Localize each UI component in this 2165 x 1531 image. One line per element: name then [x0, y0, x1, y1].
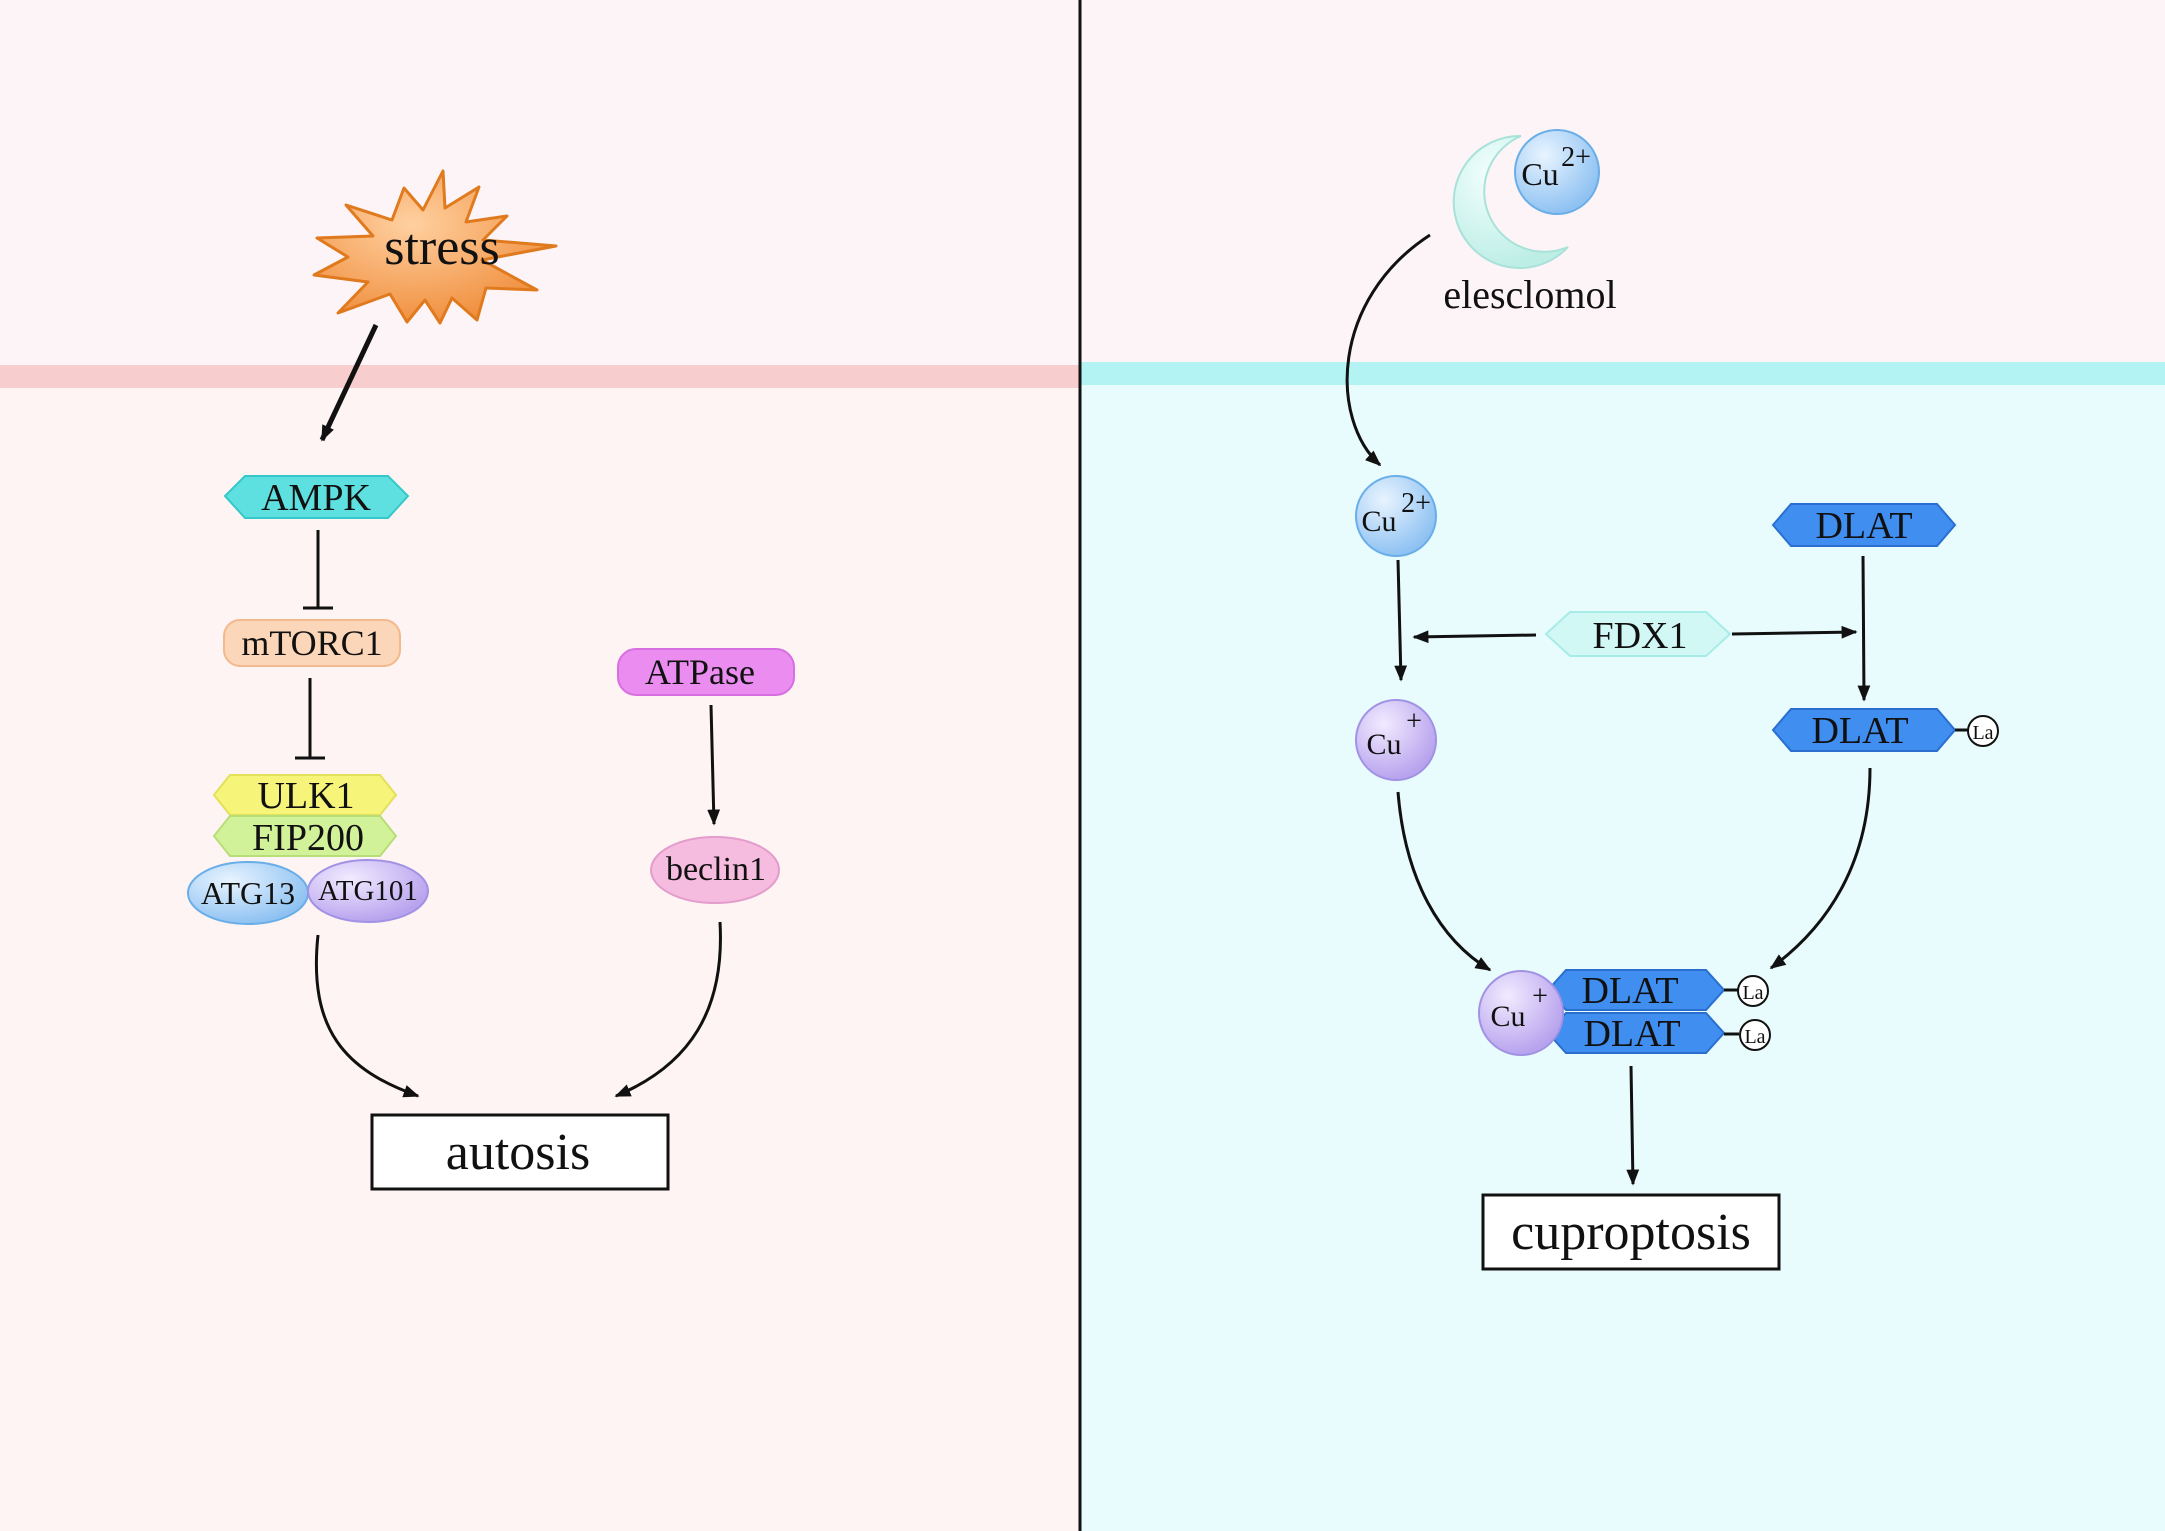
elesclomol-shape: [1452, 134, 1569, 269]
fdx1-to-dlat-lipoylation-arrow: [1731, 625, 1858, 639]
mtorc1-label: mTORC1: [241, 623, 382, 663]
cu1-shape: [1355, 699, 1437, 781]
ulk1-complex-to-autosis-arrow: [314, 934, 420, 1098]
aggregate-lipoyl-1-label: La: [1742, 982, 1763, 1004]
atg101-shape: [307, 859, 429, 923]
aggregate-lipoyl-1-icon: [1737, 975, 1769, 1007]
right-intracellular-region: [1080, 385, 2165, 1531]
cuproptosis-box: [1481, 1193, 1781, 1271]
lipoylated-dlat-node: DLAT La: [1771, 708, 1999, 752]
cu1-charge: +: [1406, 706, 1422, 737]
ulk1-label: ULK1: [257, 775, 354, 817]
stress-label: stress: [384, 219, 500, 276]
right-cell-membrane: [1080, 362, 2165, 385]
cu2-to-cu1-arrow: [1394, 559, 1408, 682]
atg101-label: ATG101: [318, 875, 418, 907]
elesclomol-cu-charge: 2+: [1561, 142, 1591, 173]
ampk-node: AMPK: [223, 475, 410, 519]
atpase-to-beclin1-arrow: [707, 704, 721, 826]
lipoyl-group-icon: [1967, 715, 1999, 747]
elesclomol-label: elesclomol: [1443, 272, 1616, 317]
fdx1-label: FDX1: [1592, 615, 1687, 657]
atpase-node: ATPase: [617, 648, 795, 696]
stress-burst-icon: [312, 169, 558, 325]
fdx1-shape: [1544, 611, 1732, 657]
cu2-shape: [1355, 475, 1437, 557]
cu1-to-aggregate-arrow: [1396, 791, 1492, 972]
aggregate-dlat-1-label: DLAT: [1581, 970, 1678, 1012]
atpase-shape: [617, 648, 795, 696]
right-extracellular-region: [1080, 0, 2165, 362]
aggregate-cu1-label: Cu: [1490, 1000, 1525, 1033]
atg13-label: ATG13: [201, 875, 295, 911]
dlat-label: DLAT: [1815, 505, 1912, 547]
left-intracellular-region: [0, 388, 1080, 1531]
beclin1-to-autosis-arrow: [614, 921, 722, 1098]
autosis-outcome: autosis: [370, 1113, 670, 1191]
left-cell-membrane: [0, 365, 1080, 388]
elesclomol-cu-label: Cu: [1521, 156, 1558, 192]
aggregate-lipoyl-2-icon: [1739, 1019, 1771, 1051]
beclin1-label: beclin1: [666, 851, 766, 888]
cu2-node: Cu 2+: [1355, 475, 1437, 557]
dlat-shape: [1771, 503, 1957, 547]
autosis-label: autosis: [446, 1124, 590, 1181]
ampk-shape: [223, 475, 410, 519]
aggregate-dlat-2-label: DLAT: [1583, 1013, 1680, 1055]
elesclomol-complex: Cu 2+ elesclomol: [1443, 129, 1617, 317]
aggregate-cu1-charge: +: [1532, 981, 1548, 1012]
mtorc1-shape: [223, 619, 401, 667]
ampk-label: AMPK: [261, 477, 371, 519]
fdx1-node: FDX1: [1544, 611, 1732, 657]
cuproptosis-label: cuproptosis: [1511, 1204, 1751, 1261]
autosis-box: [370, 1113, 670, 1191]
fdx1-to-copper-reduction-arrow: [1412, 630, 1537, 644]
beclin1-node: beclin1: [650, 836, 780, 904]
dlat-to-lipoylated-dlat-arrow: [1857, 555, 1871, 702]
cu2-charge: 2+: [1401, 488, 1431, 519]
right-panel: [1080, 0, 2165, 1531]
mtorc1-inhibits-ulk1-complex: [295, 678, 325, 760]
mtorc1-node: mTORC1: [223, 619, 401, 667]
aggregate-to-cuproptosis-arrow: [1626, 1065, 1640, 1186]
left-panel: [0, 0, 1080, 1531]
dlat-aggregate: DLAT DLAT La La Cu +: [1478, 969, 1771, 1056]
atg13-node: ATG13: [187, 861, 309, 925]
elesclomol-to-cu2-arrow: [1345, 233, 1431, 467]
cu2-label: Cu: [1361, 505, 1396, 538]
atg101-node: ATG101: [307, 859, 429, 923]
ampk-inhibits-mtorc1: [303, 530, 333, 610]
fip200-shape: [212, 815, 398, 857]
cuproptosis-outcome: cuproptosis: [1481, 1193, 1781, 1271]
lipoyl-label: La: [1972, 722, 1993, 744]
ulk1-complex: ULK1 FIP200 ATG13 ATG101: [187, 774, 429, 925]
fip200-label: FIP200: [252, 817, 364, 859]
lipoylated-dlat-label: DLAT: [1811, 710, 1908, 752]
fip200-node: FIP200: [212, 815, 398, 859]
lipoylated-dlat-to-aggregate-arrow: [1769, 767, 1872, 970]
cu1-node: Cu +: [1355, 699, 1437, 781]
aggregate-lipoyl-2-label: La: [1744, 1026, 1765, 1048]
aggregate-cu1-shape: [1478, 970, 1564, 1056]
dlat-node: DLAT: [1771, 503, 1957, 547]
ulk1-node: ULK1: [212, 774, 398, 817]
cu1-label: Cu: [1366, 728, 1401, 761]
elesclomol-cu2-ion: [1514, 129, 1600, 215]
stress-burst: stress: [312, 169, 558, 325]
atpase-label: ATPase: [645, 652, 755, 692]
beclin1-shape: [650, 836, 780, 904]
left-extracellular-region: [0, 0, 1080, 365]
stress-to-ampk-arrow: [319, 323, 379, 442]
